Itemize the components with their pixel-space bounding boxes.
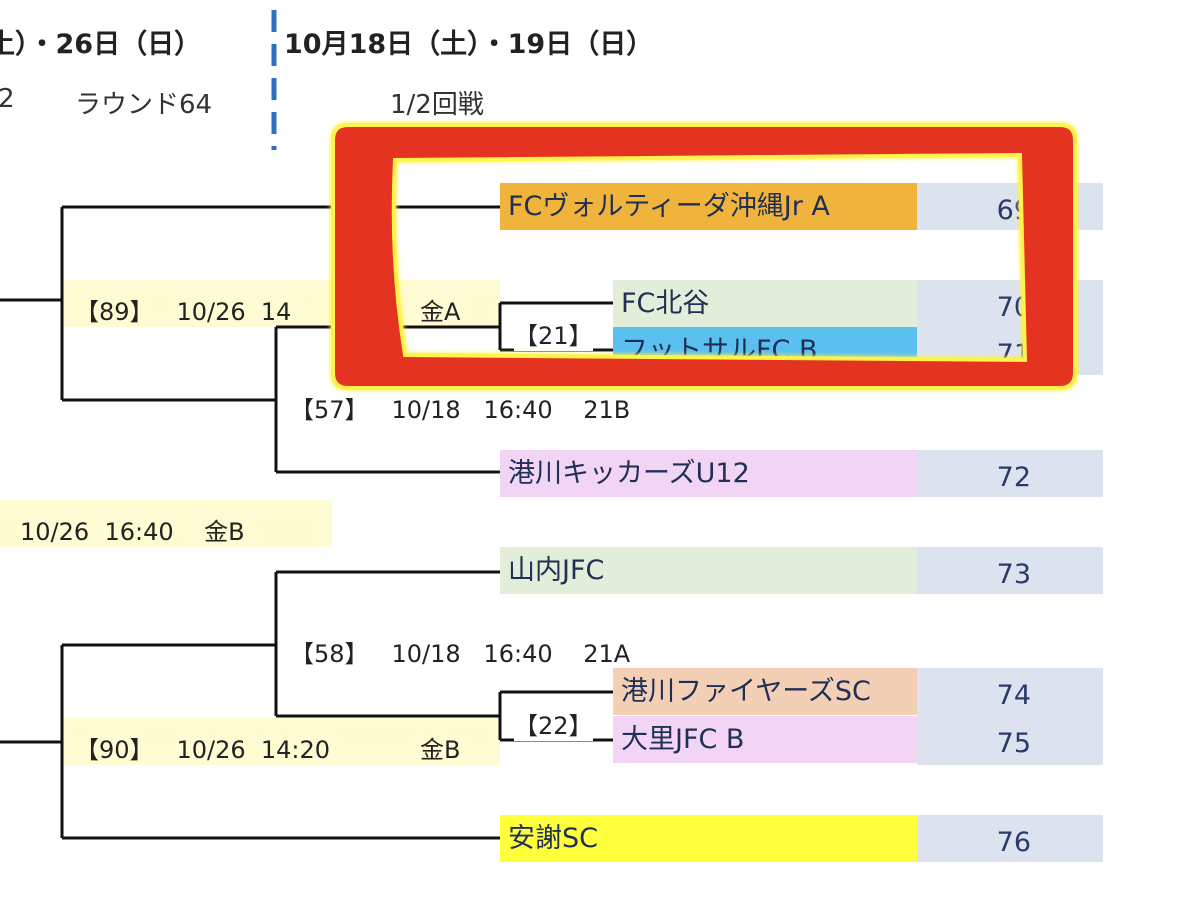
team-number: 75 xyxy=(917,716,1103,765)
match-90-band xyxy=(62,718,500,765)
header-left-date: 土）・26日（日） xyxy=(0,29,202,60)
round-64-label: ラウンド64 xyxy=(75,90,213,120)
match-58-venue: 21A xyxy=(583,640,631,668)
match-57-date: 10/18 xyxy=(391,396,461,424)
match-left-date: 10/26 xyxy=(20,518,90,546)
team-row[interactable]: FCヴォルティーダ沖縄Jr A xyxy=(500,183,917,230)
team-row[interactable]: 山内JFC xyxy=(500,547,917,594)
team-number: 74 xyxy=(917,668,1103,716)
team-row[interactable]: 港川キッカーズU12 xyxy=(500,450,917,497)
match-left-band xyxy=(0,500,332,547)
team-number: 76 xyxy=(917,815,1103,862)
match-89-band xyxy=(62,280,500,327)
match-57-time: 16:40 xyxy=(483,396,553,424)
round-prefix: 2 xyxy=(0,84,15,114)
round-half-label: 1/2回戦 xyxy=(390,90,484,120)
match-89-date: 10/26 xyxy=(176,298,246,326)
match-21-id: 【21】 xyxy=(514,316,593,351)
match-22-id: 【22】 xyxy=(514,706,593,741)
match-58-time: 16:40 xyxy=(483,640,553,668)
match-57-venue: 21B xyxy=(583,396,631,424)
match-89-venue: 金A xyxy=(420,298,461,326)
team-number: 72 xyxy=(917,450,1103,497)
match-58-id: 【58】 xyxy=(290,640,369,668)
match-57-id: 【57】 xyxy=(290,396,369,424)
team-number: 73 xyxy=(917,547,1103,594)
header-right-date: 10月18日（土）・19日（日） xyxy=(284,29,654,60)
match-90-time: 14:20 xyxy=(260,736,331,764)
match-left-time: 16:40 xyxy=(104,518,174,546)
match-89-id: 【89】 xyxy=(75,298,154,326)
match-90-date: 10/26 xyxy=(176,736,246,764)
match-90-venue: 金B xyxy=(420,736,461,764)
match-89-time: 14 xyxy=(260,298,292,326)
match-left-venue: 金B xyxy=(204,518,245,546)
team-row[interactable]: FC北谷 xyxy=(613,280,917,327)
team-row[interactable]: 港川ファイヤーズSC xyxy=(613,668,917,715)
team-row[interactable]: 大里JFC B xyxy=(613,716,917,763)
match-58-date: 10/18 xyxy=(391,640,461,668)
team-row[interactable]: 安謝SC xyxy=(500,815,917,862)
match-90-id: 【90】 xyxy=(75,736,154,764)
